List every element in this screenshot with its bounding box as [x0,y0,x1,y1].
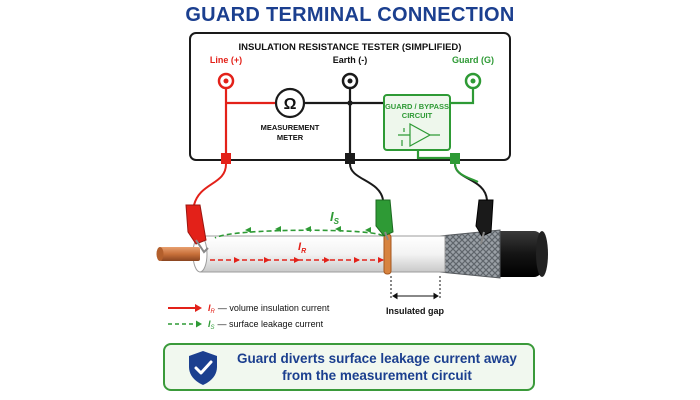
banner-line2: from the measurement circuit [282,368,472,383]
cable-insulation [199,235,446,273]
measurement-meter: Ω [274,87,306,119]
tester-title: INSULATION RESISTANCE TESTER (SIMPLIFIED… [239,42,462,53]
copper-conductor [160,247,200,261]
surface-leakage-arrows [245,226,371,233]
info-banner: Guard diverts surface leakage current aw… [163,343,535,391]
earth-terminal-label: Earth (-) [333,55,368,65]
line-terminal-post [217,72,235,90]
line-connector [221,153,231,164]
legend-volume-label: IR— volume insulation current [208,303,330,315]
shield-check-icon [189,351,217,385]
guard-bypass-box [383,94,451,151]
legend-surface-label: IS— surface leakage current [208,319,324,331]
surface-leakage-path [214,229,384,239]
line-terminal-label: Line (+) [210,55,242,65]
earth-connector [345,153,355,164]
banner-line1: Guard diverts surface leakage current aw… [237,351,517,366]
line-lead-wire [193,163,227,206]
earth-lead-wire [349,163,384,201]
guard-terminal-label: Guard (G) [452,55,494,65]
earth-terminal-post [341,72,359,90]
red-alligator-clip-icon [185,204,209,254]
guard-box-line1: GUARD / BYPASS [385,102,449,111]
guard-terminal-post [464,72,482,90]
ohm-icon: Ω [284,96,297,113]
volume-current-symbol: IR [298,241,306,255]
surface-current-symbol: IS [330,209,340,226]
green-alligator-clip-icon [375,199,394,241]
braided-shield [439,229,501,279]
guard-box-line2: CIRCUIT [402,111,433,120]
insulated-gap-label: Insulated gap [386,306,445,316]
guard-lead-wire [454,163,488,201]
meter-label-line2: METER [277,133,304,142]
black-alligator-clip-icon [475,199,494,245]
op-amp-icon [398,122,440,148]
legend: IR— volume insulation current IS— surfac… [168,303,330,331]
insulated-gap-marker [390,276,441,300]
guard-connector [450,153,460,164]
earth-internal-wire [305,88,386,160]
banner-text: Guard diverts surface leakage current aw… [227,350,527,384]
page-title: GUARD TERMINAL CONNECTION [185,4,515,26]
volume-current-arrows [234,257,384,263]
cable-jacket [492,231,542,277]
meter-label-line1: MEASUREMENT [261,123,320,132]
line-internal-wire [224,88,275,160]
cable [156,229,548,279]
